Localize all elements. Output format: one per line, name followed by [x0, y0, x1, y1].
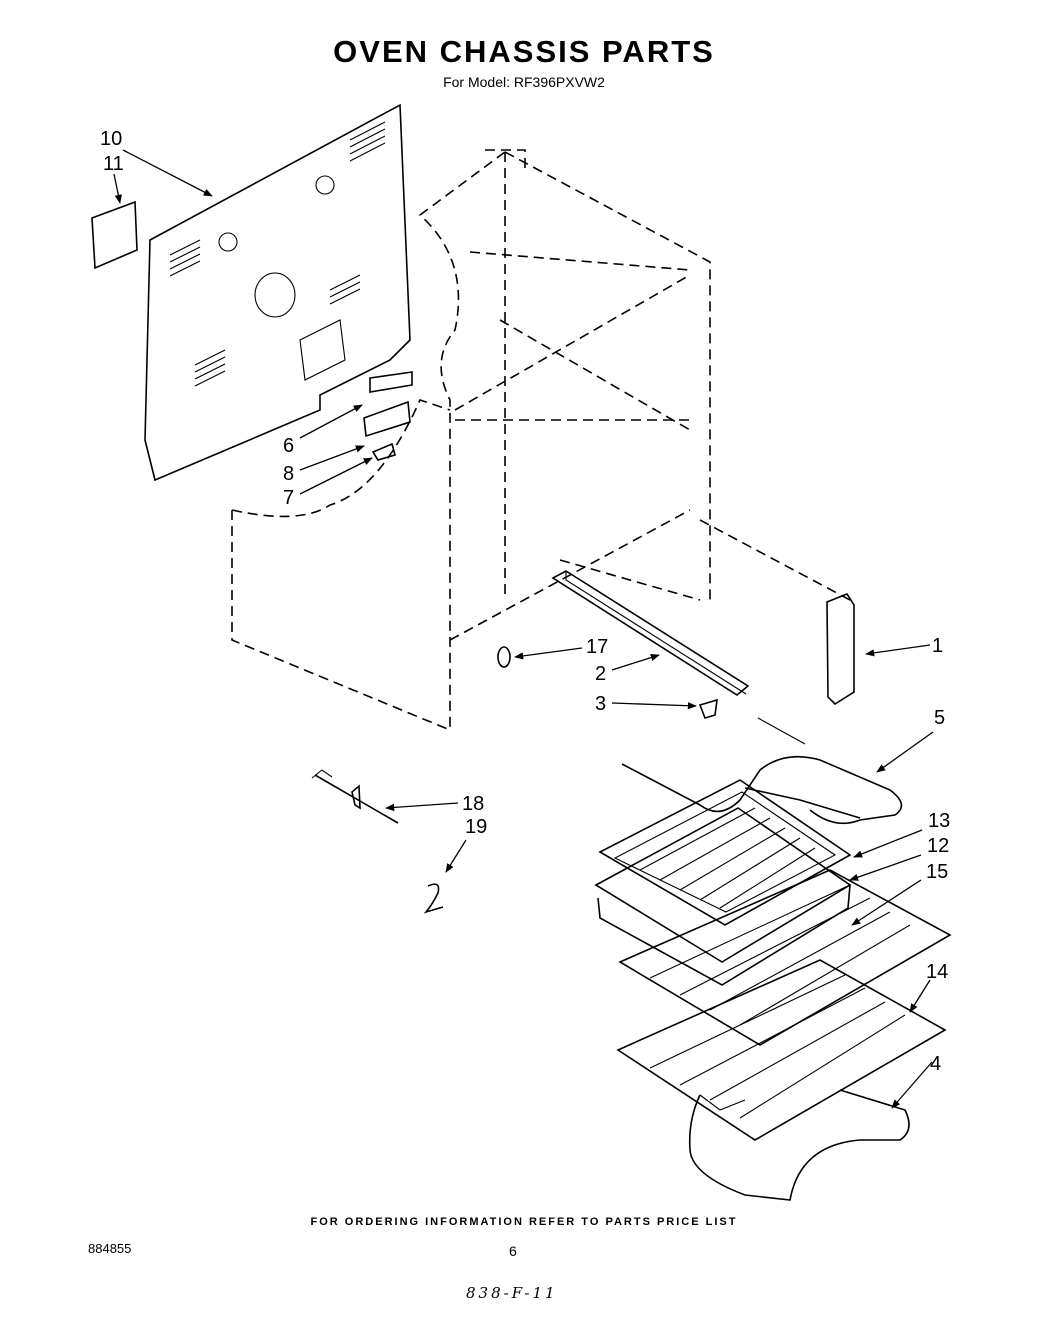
callout-1: 1	[932, 635, 943, 657]
callout-8: 8	[283, 463, 294, 485]
bracket-part-8	[363, 400, 411, 438]
callout-12: 12	[927, 835, 949, 857]
model-subtitle: For Model: RF396PXVW2	[443, 74, 605, 90]
callout-6: 6	[283, 435, 294, 457]
oven-cabinet-outline	[231, 149, 851, 731]
page-title: OVEN CHASSIS PARTS	[333, 34, 715, 69]
callout-15: 15	[926, 861, 948, 883]
bake-element	[688, 1089, 910, 1201]
callout-11: 11	[103, 153, 124, 175]
document-number: 884855	[88, 1241, 132, 1256]
callout-labels: 10 11 6 8 7 17 2 3 1 5 18 19 13 12 15 14…	[100, 128, 950, 1075]
callout-18: 18	[462, 793, 484, 815]
callout-17: 17	[586, 636, 608, 658]
callout-5: 5	[934, 707, 945, 729]
front-frame-rail	[551, 570, 750, 696]
bracket-part-3	[698, 698, 718, 719]
access-cover-plate	[91, 200, 138, 270]
broiler-pan-grid	[598, 779, 852, 926]
vent-slots	[169, 121, 386, 387]
clip-part-7	[371, 442, 396, 461]
oven-back-panel	[144, 103, 411, 482]
callout-14: 14	[926, 961, 948, 983]
callout-3: 3	[595, 693, 606, 715]
spacer-part-17	[497, 646, 511, 668]
page-number: 6	[509, 1243, 517, 1259]
leader-lines	[113, 149, 934, 1109]
oven-sensor-probe	[311, 769, 399, 824]
broil-element	[621, 717, 903, 825]
callout-10: 10	[100, 128, 122, 150]
side-trim-panel	[826, 593, 855, 706]
oven-rack-upper	[618, 869, 952, 1046]
callout-2: 2	[595, 663, 606, 685]
ordering-note: FOR ORDERING INFORMATION REFER TO PARTS …	[310, 1216, 738, 1228]
bracket-part-6	[369, 371, 413, 393]
screw-part-19	[423, 883, 444, 914]
callout-7: 7	[283, 487, 294, 509]
oven-rack-lower	[616, 959, 947, 1141]
callout-4: 4	[930, 1053, 941, 1075]
handwritten-code: 838-F-11	[466, 1284, 558, 1302]
callout-19: 19	[465, 816, 487, 838]
callout-13: 13	[928, 810, 950, 832]
